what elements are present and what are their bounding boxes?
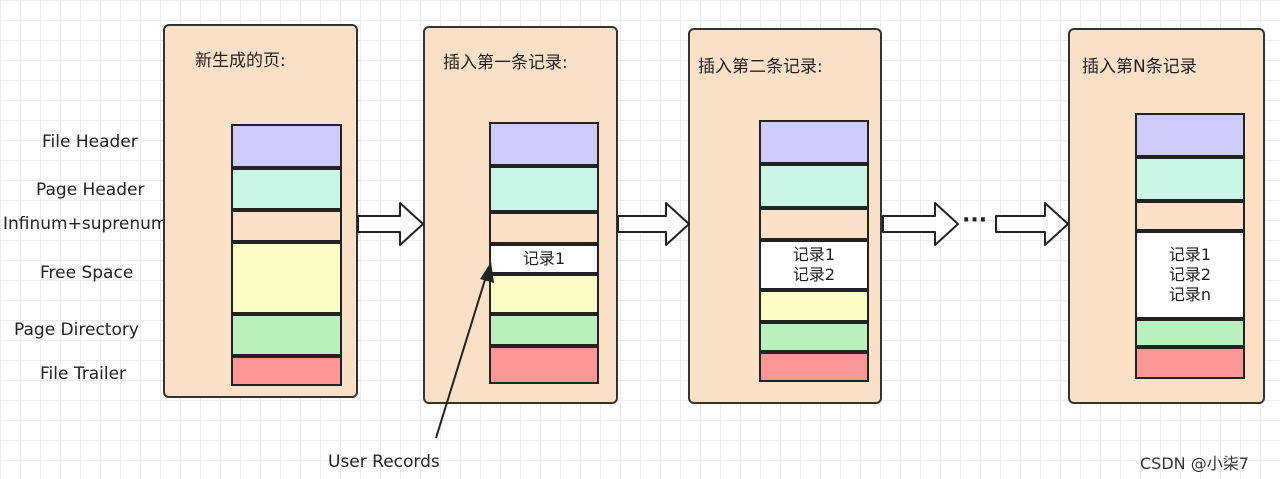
block-arrow-2 — [617, 202, 690, 246]
infimum-supremum-block — [231, 210, 342, 242]
page-directory-label: Page Directory — [14, 320, 139, 340]
block-arrow-1 — [357, 202, 424, 246]
page-directory-block — [1135, 319, 1245, 347]
record-label: 记录2 — [1168, 265, 1212, 284]
block-arrow-4 — [995, 202, 1069, 246]
file-trailer-label: File Trailer — [40, 364, 127, 384]
free-space-block — [489, 274, 599, 314]
record-label: 记录1 — [522, 249, 566, 268]
block-arrow-3 — [882, 202, 959, 246]
file-header-label: File Header — [42, 132, 138, 152]
infimum-supremum-block — [489, 212, 599, 244]
infimum-supremum-block — [1135, 201, 1245, 231]
page-directory-block — [759, 322, 869, 352]
ellipsis: ··· — [962, 208, 988, 233]
page-header-label: Page Header — [36, 180, 145, 200]
infimum-supremum-block — [759, 208, 869, 240]
page-directory-block — [231, 314, 342, 356]
page-header-block — [231, 168, 342, 210]
page-header-block — [1135, 157, 1245, 201]
record-label: 记录n — [1168, 285, 1212, 304]
file-trailer-block — [489, 346, 599, 384]
record-label: 记录1 — [1168, 245, 1212, 264]
free-space-block — [759, 290, 869, 322]
file-trailer-block — [759, 352, 869, 382]
user-records-block: 记录1 记录2 — [759, 240, 869, 290]
user-records-block: 记录1 记录2 记录n — [1135, 231, 1245, 319]
free-space-block — [231, 242, 342, 314]
file-trailer-block — [231, 356, 342, 386]
user-records-label: User Records — [328, 452, 440, 472]
csdn-watermark: CSDN @小柒7 — [1140, 454, 1249, 473]
file-trailer-block — [1135, 347, 1245, 379]
record-label: 记录2 — [792, 265, 836, 284]
file-header-block — [1135, 113, 1245, 157]
record-label: 记录1 — [792, 245, 836, 264]
file-header-block — [489, 122, 599, 166]
panel-title: 插入第N条记录 — [1082, 57, 1197, 77]
panel-title: 新生成的页: — [195, 51, 286, 71]
panel-title: 插入第二条记录: — [698, 57, 823, 77]
user-records-pointer-head — [480, 262, 494, 283]
free-space-label: Free Space — [40, 263, 134, 283]
page-directory-block — [489, 314, 599, 346]
user-records-pointer-line — [435, 269, 489, 439]
file-header-block — [231, 124, 342, 168]
user-record-block: 记录1 — [489, 244, 599, 274]
file-header-block — [759, 120, 869, 164]
panel-title: 插入第一条记录: — [443, 53, 568, 73]
page-header-block — [489, 166, 599, 212]
page-header-block — [759, 164, 869, 208]
infimum-supremum-label: Infinum+suprenum — [3, 214, 168, 234]
